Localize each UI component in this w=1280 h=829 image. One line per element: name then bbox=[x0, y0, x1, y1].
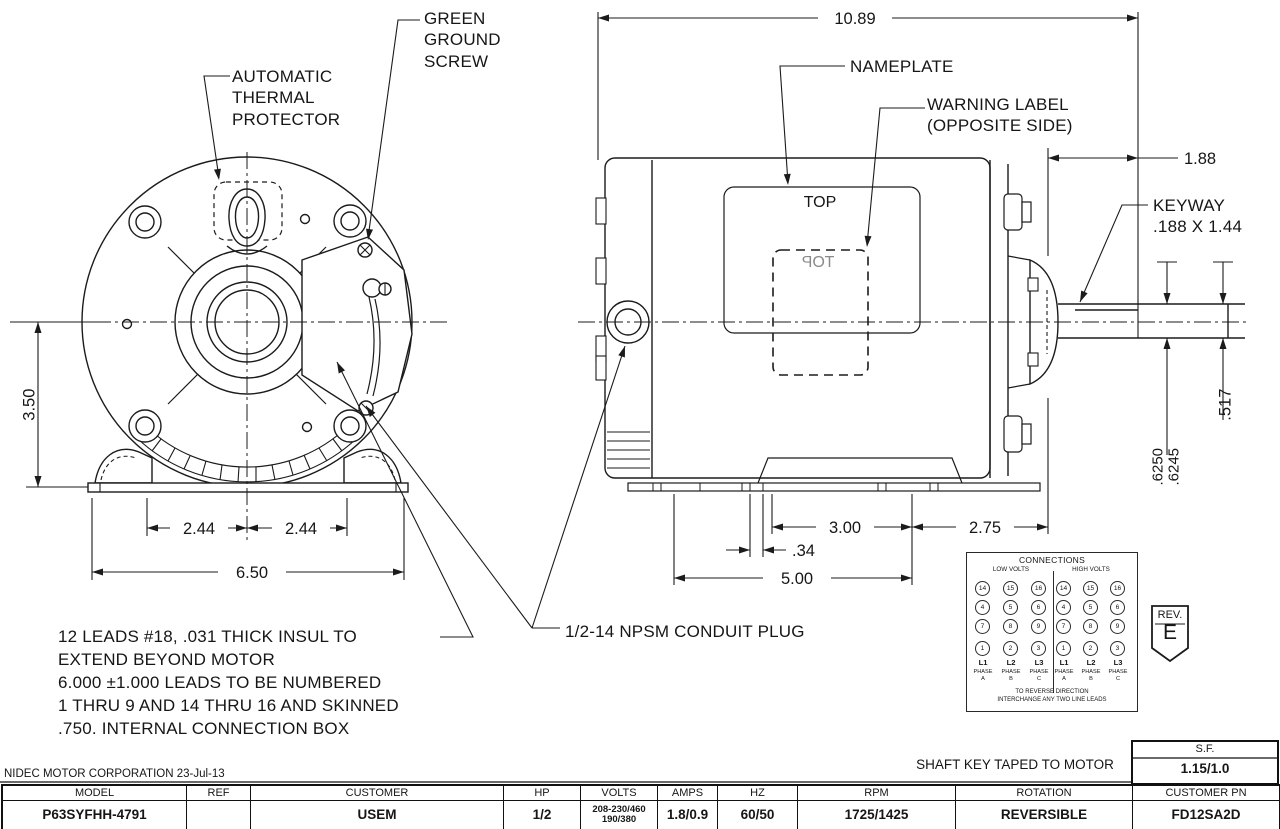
terminal-circle: 1 bbox=[1056, 641, 1071, 656]
terminal-circle: 14 bbox=[1056, 581, 1071, 596]
spec-table: MODEL REF CUSTOMER HP VOLTS AMPS HZ RPM … bbox=[1, 784, 1280, 829]
conduit-plug-label: 1/2-14 NPSM CONDUIT PLUG bbox=[565, 622, 805, 641]
terminal-circle: 4 bbox=[975, 600, 990, 615]
terminal-circle: 7 bbox=[1056, 619, 1071, 634]
thermal-protector-label: AUTOMATIC THERMAL PROTECTOR bbox=[232, 67, 341, 129]
dim-shaft-diameter: .6250 .6245 bbox=[1149, 447, 1182, 486]
phase-label: PHASE B bbox=[1081, 669, 1101, 682]
dim-bolt-span-right: 2.44 bbox=[272, 519, 330, 540]
dim-foot-to-face: 2.75 bbox=[956, 518, 1014, 539]
connections-divider bbox=[1053, 571, 1055, 693]
val-ref bbox=[186, 801, 250, 829]
dim-shaft-extension: 1.88 bbox=[1184, 150, 1217, 168]
low-volts-header: LOW VOLTS bbox=[992, 566, 1030, 573]
col-customer-pn: CUSTOMER PN bbox=[1132, 786, 1279, 801]
val-customer-pn: FD12SA2D bbox=[1132, 801, 1279, 829]
col-volts: VOLTS bbox=[580, 786, 657, 801]
line-lead-label: L2 bbox=[1006, 658, 1016, 667]
side-view-linework bbox=[595, 157, 1245, 492]
dim-foot-span: 5.00 bbox=[763, 569, 831, 590]
high-volts-header: HIGH VOLTS bbox=[1072, 566, 1110, 573]
terminal-circle: 3 bbox=[1031, 641, 1046, 656]
dim-center-height: 3.50 bbox=[20, 388, 39, 421]
dim-slot-width: .34 bbox=[792, 542, 815, 560]
col-hp: HP bbox=[503, 786, 580, 801]
rev-label: REV. bbox=[1157, 609, 1183, 621]
phase-label: PHASE C bbox=[1029, 669, 1049, 682]
shaft-key-note: SHAFT KEY TAPED TO MOTOR bbox=[916, 757, 1114, 772]
connections-footer-1: TO REVERSE DIRECTION bbox=[1015, 689, 1089, 695]
col-model: MODEL bbox=[3, 786, 186, 801]
terminal-circle: 5 bbox=[1003, 600, 1018, 615]
terminal-circle: 7 bbox=[975, 619, 990, 634]
terminal-circle: 9 bbox=[1110, 619, 1125, 634]
arrowheads bbox=[34, 14, 1227, 582]
terminal-circle: 3 bbox=[1110, 641, 1125, 656]
terminal-circle: 15 bbox=[1083, 581, 1098, 596]
terminal-circle: 16 bbox=[1110, 581, 1125, 596]
val-amps: 1.8/0.9 bbox=[657, 801, 717, 829]
top-marking-mirrored: TOP bbox=[801, 254, 835, 271]
terminal-circle: 9 bbox=[1031, 619, 1046, 634]
dim-keyway-flat: .517 bbox=[1216, 388, 1235, 421]
rev-value: E bbox=[1162, 621, 1177, 644]
terminal-circle: 5 bbox=[1083, 600, 1098, 615]
terminal-circle: 2 bbox=[1083, 641, 1098, 656]
dim-bolt-span-left: 2.44 bbox=[170, 519, 228, 540]
val-hp: 1/2 bbox=[503, 801, 580, 829]
terminal-circle: 14 bbox=[975, 581, 990, 596]
terminal-circle: 6 bbox=[1031, 600, 1046, 615]
keyway-label: KEYWAY .188 X 1.44 bbox=[1153, 196, 1243, 237]
terminal-circle: 16 bbox=[1031, 581, 1046, 596]
terminal-circle: 15 bbox=[1003, 581, 1018, 596]
dim-foot-rear: 3.00 bbox=[816, 518, 874, 539]
dim-base-width: 6.50 bbox=[218, 563, 286, 584]
terminal-circle: 2 bbox=[1003, 641, 1018, 656]
notes-text: 12 LEADS #18, .031 THICK INSUL TO EXTEND… bbox=[58, 627, 399, 738]
terminal-circle: 8 bbox=[1083, 619, 1098, 634]
val-rotation: REVERSIBLE bbox=[955, 801, 1132, 829]
terminal-circle: 1 bbox=[975, 641, 990, 656]
col-amps: AMPS bbox=[657, 786, 717, 801]
col-ref: REF bbox=[186, 786, 250, 801]
warning-label: WARNING LABEL (OPPOSITE SIDE) bbox=[927, 95, 1073, 136]
val-rpm: 1725/1425 bbox=[797, 801, 955, 829]
terminal-circle: 6 bbox=[1110, 600, 1125, 615]
connections-footer-2: INTERCHANGE ANY TWO LINE LEADS bbox=[997, 697, 1107, 703]
val-model: P63SYFHH-4791 bbox=[42, 806, 147, 822]
top-marking: TOP bbox=[803, 194, 837, 211]
line-lead-label: L1 bbox=[1059, 658, 1069, 667]
phase-label: PHASE B bbox=[1001, 669, 1021, 682]
sf-label: S.F. bbox=[1195, 743, 1215, 755]
phase-label: PHASE A bbox=[1054, 669, 1074, 682]
line-lead-label: L1 bbox=[978, 658, 988, 667]
front-view-linework bbox=[81, 156, 413, 493]
ground-screw-label: GREEN GROUND SCREW bbox=[424, 9, 501, 71]
terminal-circle: 8 bbox=[1003, 619, 1018, 634]
terminal-circle: 4 bbox=[1056, 600, 1071, 615]
line-lead-label: L3 bbox=[1034, 658, 1044, 667]
val-customer: USEM bbox=[250, 801, 503, 829]
company-date-line: NIDEC MOTOR CORPORATION 23-Jul-13 bbox=[4, 768, 225, 780]
line-lead-label: L2 bbox=[1086, 658, 1096, 667]
connections-title: CONNECTIONS bbox=[1018, 555, 1086, 565]
phase-label: PHASE C bbox=[1108, 669, 1128, 682]
col-customer: CUSTOMER bbox=[250, 786, 503, 801]
col-rpm: RPM bbox=[797, 786, 955, 801]
val-volts: 208-230/460 190/380 bbox=[580, 801, 657, 829]
nameplate-label: NAMEPLATE bbox=[850, 57, 954, 76]
col-rotation: ROTATION bbox=[955, 786, 1132, 801]
val-hz: 60/50 bbox=[717, 801, 797, 829]
sf-value: 1.15/1.0 bbox=[1180, 761, 1230, 776]
line-lead-label: L3 bbox=[1113, 658, 1123, 667]
phase-label: PHASE A bbox=[973, 669, 993, 682]
rev-shield bbox=[1151, 605, 1189, 663]
dim-overall-length: 10.89 bbox=[818, 9, 892, 30]
col-hz: HZ bbox=[717, 786, 797, 801]
